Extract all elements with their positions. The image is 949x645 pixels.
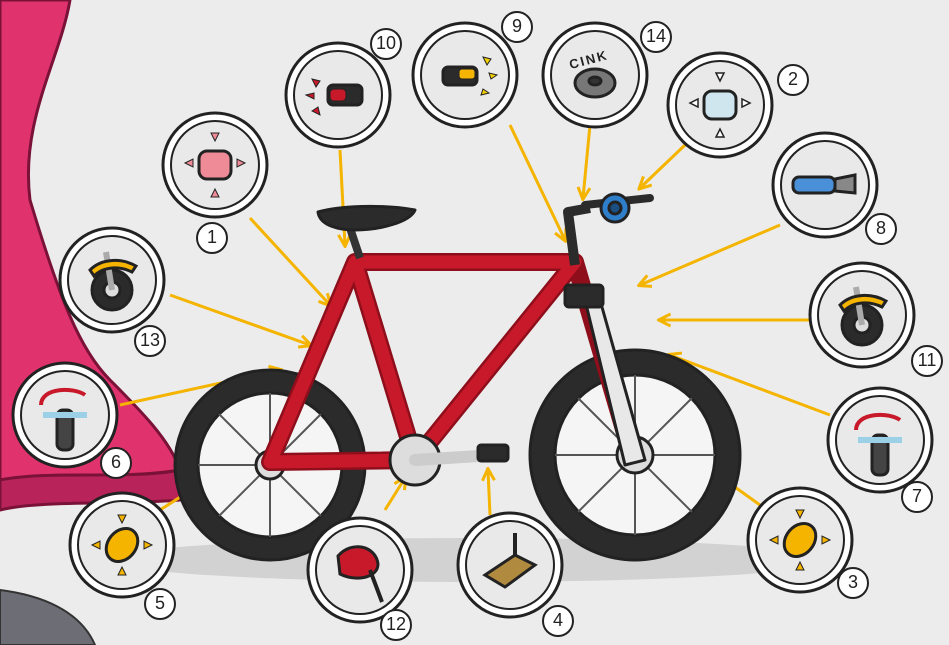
medallion-6 <box>13 363 117 467</box>
medallion-12 <box>308 518 412 622</box>
medallion-10 <box>286 43 390 147</box>
part-medallions: CINK <box>13 23 932 622</box>
medallion-14: CINK <box>543 23 647 127</box>
front-reflector-icon <box>704 91 736 119</box>
part-number-12: 12 <box>380 609 412 641</box>
part-number-4: 4 <box>542 605 574 637</box>
part-number-9: 9 <box>501 11 533 43</box>
medallion-9 <box>413 23 517 127</box>
handlebar-grip-icon <box>793 177 835 193</box>
part-number-5: 5 <box>144 588 176 620</box>
medallion-7 <box>828 388 932 492</box>
part-number-2: 2 <box>777 64 809 96</box>
part-number-3: 3 <box>837 567 869 599</box>
medallion-8 <box>773 133 877 237</box>
part-number-13: 13 <box>134 325 166 357</box>
saddle <box>318 206 415 230</box>
part-number-14: 14 <box>640 21 672 53</box>
part-number-11: 11 <box>911 345 943 377</box>
medallion-4 <box>458 513 562 617</box>
part-number-10: 10 <box>370 28 402 60</box>
part-number-6: 6 <box>100 447 132 479</box>
medallion-5 <box>70 493 174 597</box>
medallion-2 <box>668 53 772 157</box>
medallion-1 <box>163 113 267 217</box>
part-number-7: 7 <box>901 481 933 513</box>
rear-reflector-icon <box>199 151 231 179</box>
part-number-1: 1 <box>196 222 228 254</box>
medallion-11 <box>810 263 914 367</box>
pedal <box>478 445 508 461</box>
medallion-3 <box>748 488 852 592</box>
medallion-13 <box>60 228 164 332</box>
part-number-8: 8 <box>865 213 897 245</box>
bicycle <box>175 194 740 560</box>
